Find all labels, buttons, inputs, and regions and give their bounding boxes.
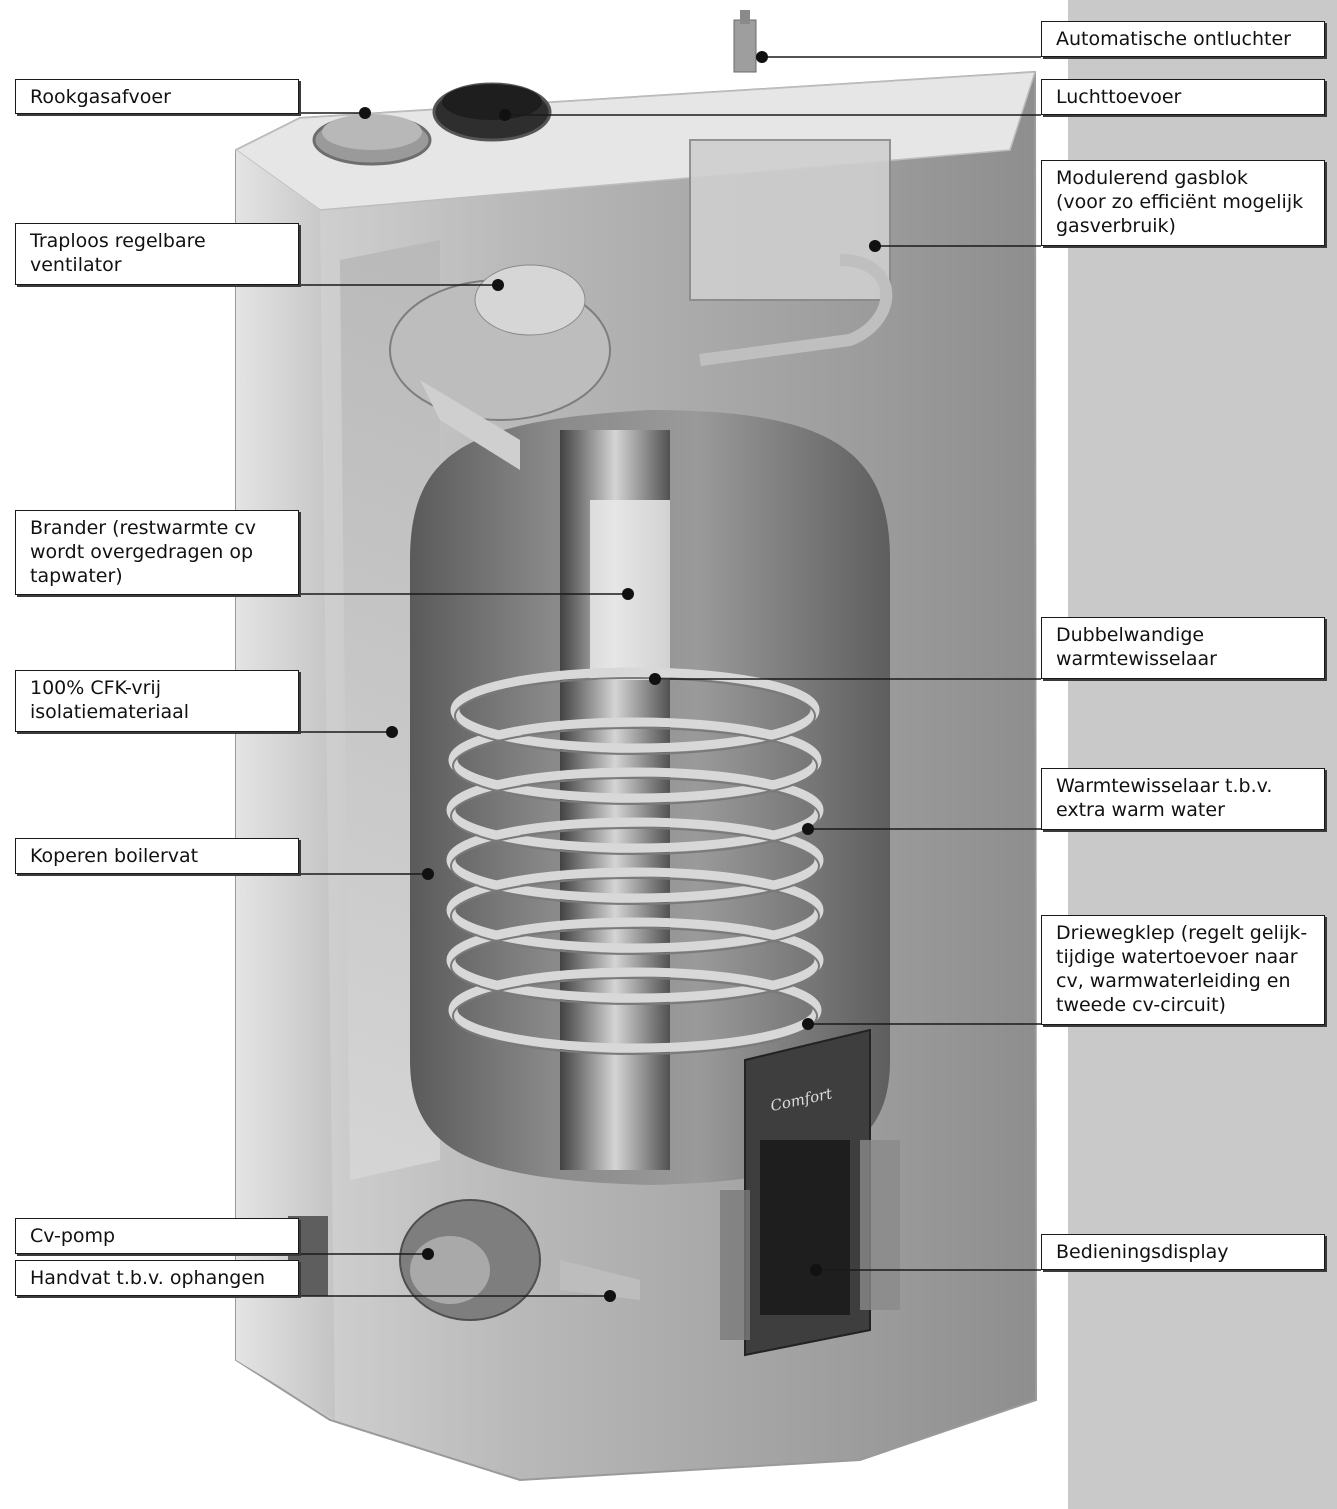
leader-lines [298,56,1041,1297]
gas-valve [689,139,891,301]
label-display: Bedieningsdisplay [1041,1234,1325,1270]
circuit-board [860,1140,900,1310]
label-rookgasafvoer: Rookgasafvoer [15,79,299,114]
label-dubbelwandige: Dubbelwandige warmtewisselaar [1041,617,1325,679]
label-ventilator: Traploos regelbare ventilator [15,223,299,285]
coil-shadow [450,677,820,1055]
label-brander: Brander (restwarmte cv wordt overgedrage… [15,510,299,595]
label-handvat: Handvat t.b.v. ophangen [15,1260,299,1296]
cabinet-left-side [236,150,335,1420]
label-driewegklep: Driewegklep (regelt gelijk- tijdige wate… [1041,915,1325,1025]
label-isolatie: 100% CFK-vrij isolatiemateriaal [15,670,299,732]
label-warmtewisselaar: Warmtewisselaar t.b.v. extra warm water [1041,768,1325,830]
label-ontluchter: Automatische ontluchter [1041,21,1325,57]
label-gasblok: Modulerend gasblok (voor zo efficiënt mo… [1041,160,1325,246]
label-cvpomp: Cv-pomp [15,1218,299,1254]
label-luchttoevoer: Luchttoevoer [1041,79,1325,115]
coil [446,667,824,1053]
label-boilervat: Koperen boilervat [15,838,299,874]
air-vent [733,19,757,73]
leader-dots [359,51,881,1302]
